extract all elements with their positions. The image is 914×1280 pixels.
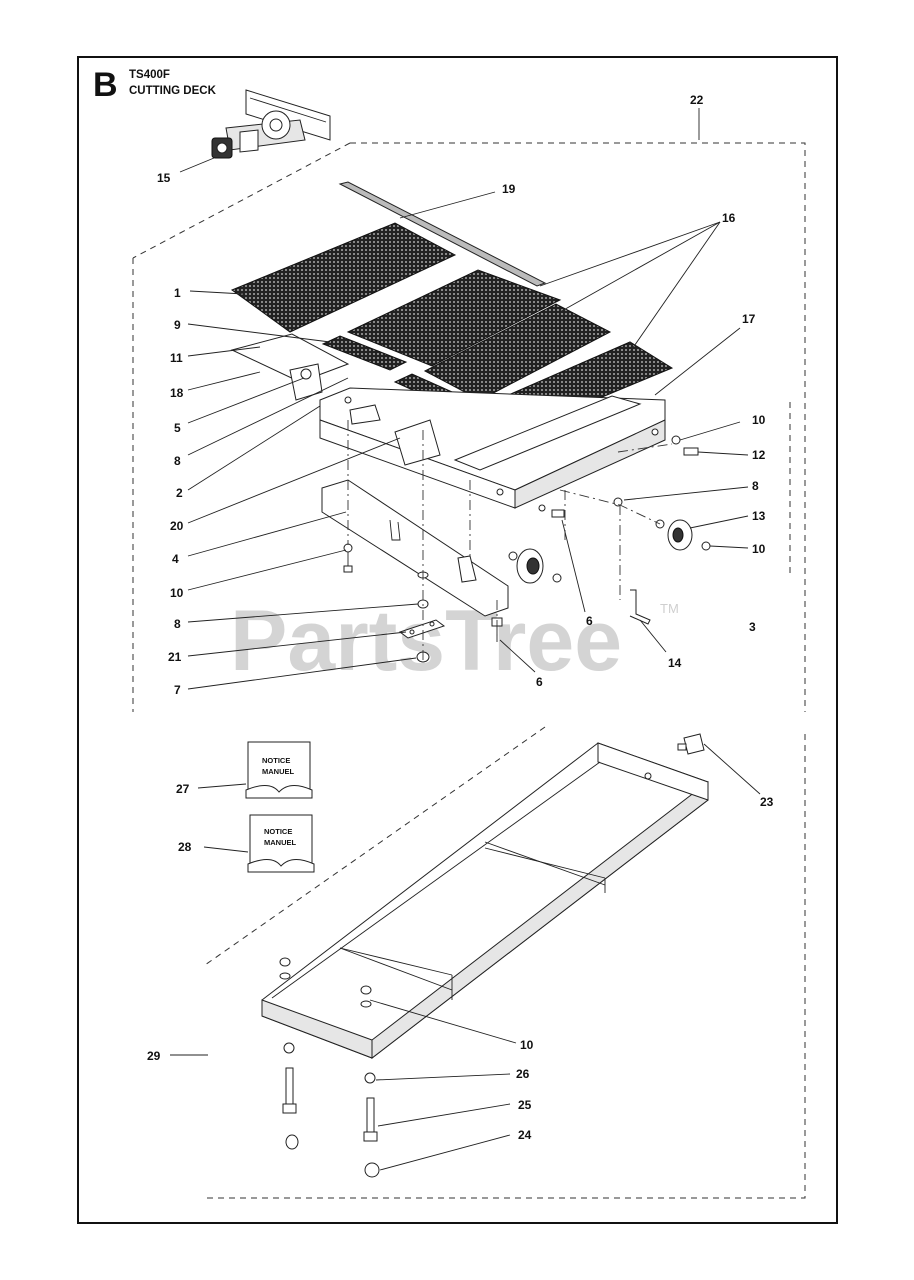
callout-20: 20 [170, 519, 184, 533]
callout-8c: 8 [752, 479, 759, 493]
book-28-line2: MANUEL [264, 838, 296, 847]
callout-6a: 6 [586, 614, 593, 628]
callout-14: 14 [668, 656, 682, 670]
tray-part [261, 733, 709, 1060]
side-bracket-part [230, 333, 350, 401]
callout-24: 24 [518, 1128, 532, 1142]
assembly-boundary-22 [132, 142, 806, 712]
callout-3: 3 [749, 620, 756, 634]
callout-23: 23 [760, 795, 774, 809]
callout-18: 18 [170, 386, 184, 400]
callout-27: 27 [176, 782, 190, 796]
callout-labels: 22 15 19 16 1 9 11 18 5 8 2 20 4 10 8 21… [147, 93, 774, 1142]
callout-12: 12 [752, 448, 766, 462]
callout-28: 28 [178, 840, 192, 854]
callout-15: 15 [157, 171, 171, 185]
callout-25: 25 [518, 1098, 532, 1112]
book-27-line2: MANUEL [262, 767, 294, 776]
callout-4: 4 [172, 552, 179, 566]
callout-16: 16 [722, 211, 736, 225]
book-28-line1: NOTICE [264, 827, 292, 836]
leader-lines [170, 108, 761, 1171]
book-27-line1: NOTICE [262, 756, 290, 765]
callout-10d: 10 [520, 1038, 534, 1052]
callout-8a: 8 [174, 454, 181, 468]
callout-10c: 10 [752, 542, 766, 556]
assembly-name: CUTTING DECK [129, 85, 217, 97]
watermark: PartsTree [230, 593, 622, 689]
callout-13: 13 [752, 509, 766, 523]
callout-5: 5 [174, 421, 181, 435]
callout-21: 21 [168, 650, 182, 664]
callout-9: 9 [174, 318, 181, 332]
callout-26: 26 [516, 1067, 530, 1081]
callout-7: 7 [174, 683, 181, 697]
knob-assembly-part [211, 89, 331, 159]
assembly-boundary-29 [204, 726, 806, 1199]
callout-2: 2 [176, 486, 183, 500]
strip-part [338, 181, 547, 287]
mesh-panel-part [230, 222, 457, 333]
manual-book-28: NOTICE MANUEL [247, 814, 315, 873]
callout-19: 19 [502, 182, 516, 196]
callout-17: 17 [742, 312, 756, 326]
manual-book-27: NOTICE MANUEL [245, 741, 313, 799]
tray-hardware [279, 957, 380, 1178]
callout-11: 11 [170, 351, 183, 365]
callout-1: 1 [174, 286, 181, 300]
callout-6b: 6 [536, 675, 543, 689]
watermark-trademark: TM [660, 601, 679, 616]
deck-frame-part [319, 387, 666, 509]
centerlines [347, 420, 673, 660]
callout-10b: 10 [752, 413, 766, 427]
callout-8b: 8 [174, 617, 181, 631]
callout-29: 29 [147, 1049, 161, 1063]
callout-10a: 10 [170, 586, 184, 600]
section-letter: B [93, 66, 118, 104]
diagram-frame [77, 56, 838, 1224]
model-name: TS400F [129, 69, 170, 81]
callout-22: 22 [690, 93, 704, 107]
